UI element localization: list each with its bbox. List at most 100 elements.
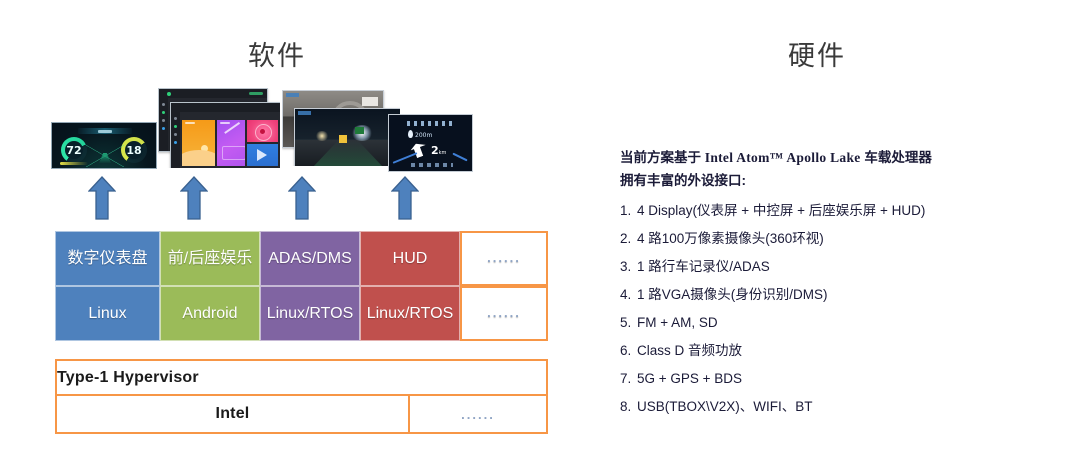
night-sky xyxy=(295,109,400,140)
list-item-number: 2. xyxy=(620,231,632,247)
road-sign-yellow xyxy=(339,135,347,143)
tile-bluetooth xyxy=(246,144,278,166)
status-dot-icon xyxy=(167,91,171,96)
adas-dashcam-thumbnail xyxy=(282,90,400,166)
list-item-text: 5G + GPS + BDS xyxy=(637,371,743,387)
up-arrow-icon-adas xyxy=(288,176,316,220)
cluster-right-gauge-value: 18 xyxy=(126,143,142,157)
up-arrow-icon-hud xyxy=(391,176,419,220)
list-item-number: 4. xyxy=(620,287,632,303)
list-item-text: Class D 音频功放 xyxy=(637,343,743,359)
road-surface xyxy=(295,140,400,166)
tile-navigation xyxy=(216,120,245,166)
rail-dot-icon xyxy=(162,119,165,122)
list-item: 6. Class D 音频功放 xyxy=(620,344,1050,358)
hud-distance-text: 200m xyxy=(415,132,433,139)
list-item-text: 4 Display(仪表屏 + 中控屏 + 后座娱乐屏 + HUD) xyxy=(637,203,926,219)
list-item: 3. 1 路行车记录仪/ADAS xyxy=(620,260,1050,274)
ellipsis-dots: ...... xyxy=(487,250,521,266)
list-item-text: 1 路VGA摄像头(身份识别/DMS) xyxy=(637,287,828,303)
infotainment-back-header xyxy=(159,89,267,98)
list-item: 2.4 路100万像素摄像头(360环视) xyxy=(620,232,1050,246)
rail-dot-icon xyxy=(162,127,165,130)
hud-turn-distance: 2km xyxy=(431,145,446,156)
hud-bottom-readout xyxy=(411,163,453,167)
heading-prefix: 当前方案基于 xyxy=(620,150,705,165)
list-item: 4. 1 路VGA摄像头(身份识别/DMS) xyxy=(620,288,1050,302)
stack-os-linux: Linux xyxy=(55,286,160,341)
infotainment-tile-grid xyxy=(182,120,278,166)
infotainment-front-rail xyxy=(171,112,180,168)
adas-front-frame xyxy=(294,108,400,166)
os-stack-table: 数字仪表盘 前/后座娱乐 ADAS/DMS HUD ...... Linux A… xyxy=(55,231,548,341)
hud-lane-right xyxy=(452,152,468,162)
hardware-description-block: 当前方案基于 Intel Atom™ Apollo Lake 车载处理器 拥有丰… xyxy=(620,146,1050,428)
road-sign-green xyxy=(355,127,364,134)
stack-app-hud: HUD xyxy=(360,231,460,286)
tile-label xyxy=(219,122,230,124)
frame-tag xyxy=(286,93,299,97)
hypervisor-label: Type-1 Hypervisor xyxy=(57,368,199,386)
rail-dot-icon xyxy=(162,111,165,114)
destination-pin-icon xyxy=(408,130,413,138)
list-item: 8. USB(TBOX\V2X)、WIFI、BT xyxy=(620,400,1050,414)
cluster-right-gauge-hole: 18 xyxy=(125,141,143,159)
interior-screen xyxy=(362,97,378,106)
digital-cluster-thumbnail: 72 18 xyxy=(51,122,157,169)
infotainment-back-rail xyxy=(159,98,168,151)
hud-thumbnail: 200m 2km xyxy=(388,114,473,172)
turn-arrow-icon xyxy=(409,141,429,160)
stack-os-android: Android xyxy=(160,286,260,341)
software-section-title: 软件 xyxy=(248,41,306,71)
list-item-text: 1 路行车记录仪/ADAS xyxy=(637,259,770,275)
list-item-text: USB(TBOX\V2X)、WIFI、BT xyxy=(637,399,813,415)
infotainment-front-window xyxy=(170,102,280,168)
vendor-cell: Intel xyxy=(57,396,410,432)
list-item-text: FM + AM, SD xyxy=(637,315,718,331)
cluster-bottom-bar xyxy=(60,162,88,165)
hypervisor-row: Type-1 Hypervisor xyxy=(55,359,548,396)
rail-dot-icon xyxy=(162,103,165,106)
up-arrow-icon-infotainment xyxy=(180,176,208,220)
tile-label xyxy=(185,122,195,124)
tile-gallery xyxy=(182,120,215,166)
hypervisor-cell: Type-1 Hypervisor xyxy=(57,369,546,387)
cluster-topbar xyxy=(78,128,132,134)
rail-dot-icon xyxy=(174,117,177,120)
infotainment-front-header xyxy=(171,103,280,112)
cluster-left-gauge-value: 72 xyxy=(66,143,82,157)
stack-app-entertainment: 前/后座娱乐 xyxy=(160,231,260,286)
hardware-interface-list: 1.4 Display(仪表屏 + 中控屏 + 后座娱乐屏 + HUD) 2.4… xyxy=(620,204,1050,414)
list-item-number: 7. xyxy=(620,371,632,387)
stack-os-hud: Linux/RTOS xyxy=(360,286,460,341)
cluster-left-gauge-hole: 72 xyxy=(65,141,83,159)
list-item-number: 5. xyxy=(620,315,632,331)
cluster-right-gauge: 18 xyxy=(121,137,147,163)
list-item-number: 8. xyxy=(620,399,632,415)
hardware-heading-line-1: 当前方案基于 Intel Atom™ Apollo Lake 车载处理器 xyxy=(620,146,1050,169)
cluster-left-gauge: 72 xyxy=(61,137,87,163)
list-item: 1. 4 Display(仪表屏 + 中控屏 + 后座娱乐屏 + HUD) xyxy=(620,204,1050,218)
heading-product: Intel Atom™ Apollo Lake xyxy=(704,150,861,165)
platform-table: Type-1 Hypervisor Intel ...... xyxy=(55,359,548,434)
vendor-row: Intel ...... xyxy=(55,396,548,434)
sun-icon xyxy=(200,145,208,152)
cluster-road-graphic xyxy=(86,145,124,167)
rail-dot-icon xyxy=(174,125,177,128)
stack-os-adas: Linux/RTOS xyxy=(260,286,360,341)
vendor-placeholder-cell: ...... xyxy=(410,396,546,432)
vendor-label: Intel xyxy=(215,405,250,422)
bluetooth-icon xyxy=(257,149,268,161)
header-pill xyxy=(249,92,263,95)
list-item: 5. FM + AM, SD xyxy=(620,316,1050,330)
list-item-number: 3. xyxy=(620,259,632,275)
ellipsis-dots: ...... xyxy=(461,406,495,422)
hud-turn-number: 2 xyxy=(431,144,439,157)
frame-tag xyxy=(298,111,311,115)
ellipsis-dots: ...... xyxy=(487,305,521,321)
card-outline xyxy=(221,146,245,160)
list-item-number: 6. xyxy=(620,343,632,359)
up-arrow-icon-cluster xyxy=(88,176,116,220)
list-item-number: 1. xyxy=(620,203,632,219)
